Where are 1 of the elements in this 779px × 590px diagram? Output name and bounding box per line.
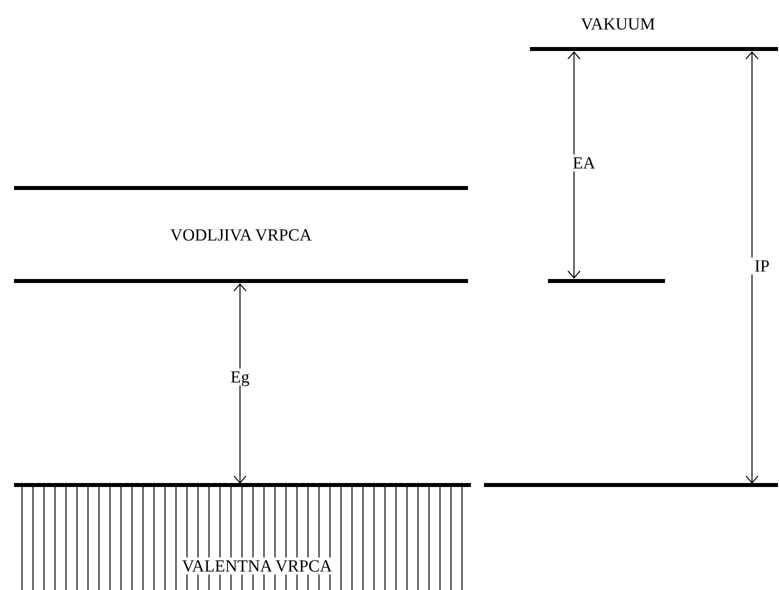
band-label: VODLJIVA VRPCA — [167, 226, 315, 244]
